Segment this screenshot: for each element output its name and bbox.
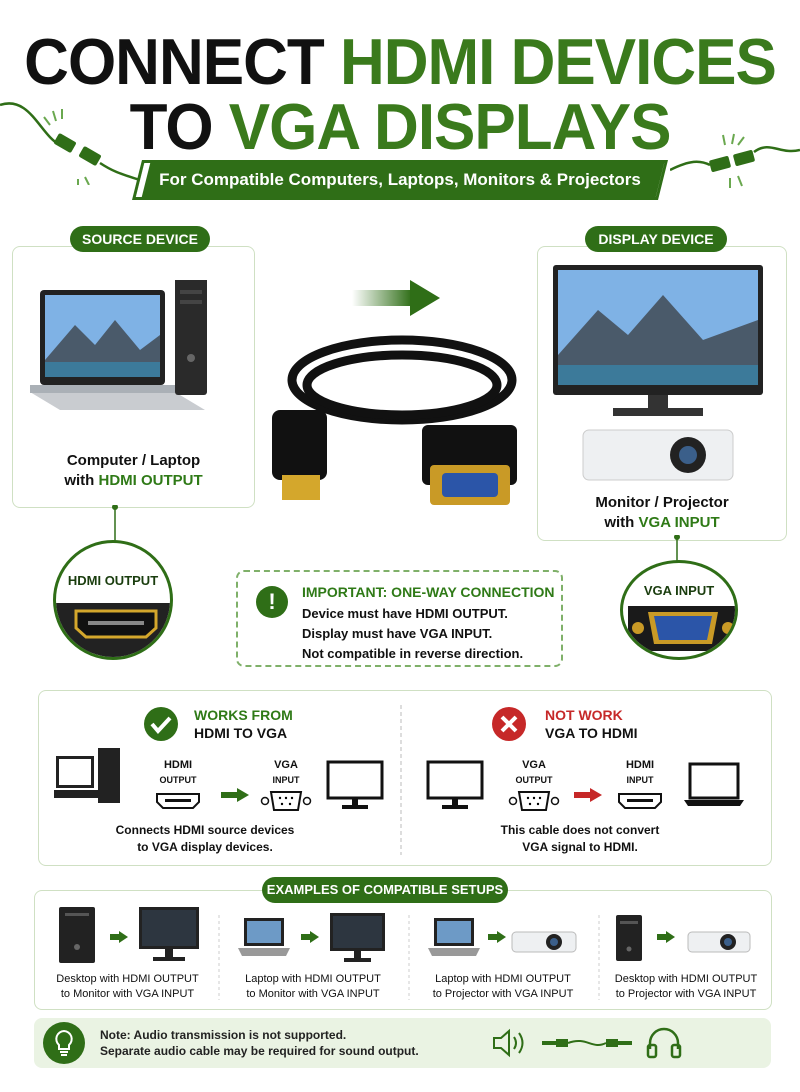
example-1-caption-line2: to Monitor with VGA INPUT (60, 988, 195, 1000)
hdmi-port-icon (618, 793, 662, 809)
arrow-right-icon (301, 931, 319, 943)
examples-tag: EXAMPLES OF COMPATIBLE SETUPS (262, 877, 508, 903)
display-label-line2: with VGA INPUT (537, 514, 787, 531)
important-line-3: Not compatible in reverse direction. (302, 646, 524, 661)
works-heading-1: WORKS FROM (194, 707, 293, 723)
works-caption-1: Connects HDMI source devices (115, 823, 295, 837)
page-title-line-2: TO VGA DISPLAYS (0, 95, 800, 160)
monitor-icon (326, 760, 384, 809)
checkmark-icon (144, 707, 178, 741)
note-line-1: Note: Audio transmission is not supporte… (100, 1028, 347, 1042)
plug-icon (670, 133, 800, 188)
hdmi-port-icon (156, 793, 200, 809)
important-line-2: Display must have VGA INPUT. (302, 626, 493, 641)
divider (400, 705, 402, 855)
lightbulb-icon (43, 1022, 85, 1064)
desktop-icon (616, 915, 642, 961)
page-title-line-1: CONNECT HDMI DEVICES (0, 30, 800, 95)
important-notice: ! IMPORTANT: ONE-WAY CONNECTION Device m… (236, 570, 563, 667)
example-2-caption-line2: to Monitor with VGA INPUT (246, 988, 380, 1000)
plug-icon (0, 102, 140, 185)
monitor-icon (426, 760, 484, 809)
divider (598, 915, 600, 1000)
display-label-green: VGA INPUT (638, 514, 720, 531)
monitor-icon (330, 913, 385, 962)
laptop-icon (238, 918, 290, 956)
hdmi-to-vga-cable-image (272, 335, 517, 505)
hdmi-output-callout-title: HDMI OUTPUT (67, 573, 159, 588)
callout-connector (674, 535, 680, 563)
example-4-caption-line2: to Projector with VGA INPUT (615, 988, 757, 1000)
important-line-1: Device must have HDMI OUTPUT. (302, 606, 508, 621)
hdmi-output-callout: HDMI OUTPUT (53, 540, 173, 660)
source-device-tag: SOURCE DEVICE (70, 226, 210, 252)
audio-note-bar: Note: Audio transmission is not supporte… (34, 1018, 771, 1068)
not-work-heading-1: NOT WORK (545, 707, 623, 723)
divider (218, 915, 220, 1000)
example-3-caption-line2: to Projector with VGA INPUT (432, 988, 574, 1000)
example-3-caption-line1: Laptop with HDMI OUTPUT (435, 973, 571, 985)
note-line-2: Separate audio cable may be required for… (100, 1044, 419, 1058)
arrow-right-icon (657, 931, 675, 943)
not-work-hdmi-sub: INPUT (626, 775, 654, 785)
exclamation-icon: ! (256, 586, 288, 618)
display-device-tag: DISPLAY DEVICE (585, 226, 727, 252)
x-icon (492, 707, 526, 741)
vga-input-callout-title: VGA INPUT (643, 583, 715, 598)
divider (408, 915, 410, 1000)
projector-icon (687, 931, 751, 953)
works-heading-2: HDMI TO VGA (194, 725, 288, 741)
source-label-line1: Computer / Laptop (66, 452, 201, 469)
title-black-part: TO (129, 91, 214, 164)
desktop-laptop-icon (54, 748, 120, 803)
works-hdmi-sub: OUTPUT (159, 775, 197, 785)
source-label-line2: with HDMI OUTPUT (12, 472, 255, 489)
important-heading: IMPORTANT: ONE-WAY CONNECTION (302, 584, 555, 600)
projector-icon (511, 931, 577, 953)
vga-port-icon (628, 606, 735, 651)
monitor-icon (139, 907, 199, 961)
works-caption-2: to VGA display devices. (137, 840, 273, 854)
works-vga-label: VGA (274, 759, 298, 771)
arrow-right-icon (574, 788, 602, 802)
vga-port-icon (260, 791, 312, 811)
display-label-prefix: with (604, 514, 639, 531)
not-work-heading-2: VGA TO HDMI (545, 725, 638, 741)
laptop-icon (428, 918, 480, 956)
headphones-icon (646, 1027, 682, 1059)
source-label-prefix: with (64, 472, 99, 489)
arrow-right-icon (488, 931, 506, 943)
title-black-part: CONNECT (24, 26, 325, 99)
display-label-line1: Monitor / Projector (595, 494, 729, 511)
vga-input-callout: VGA INPUT (620, 560, 738, 660)
not-work-caption-2: VGA signal to HDMI. (522, 840, 638, 854)
example-1-caption-line1: Desktop with HDMI OUTPUT (56, 973, 199, 985)
not-work-vga-sub: OUTPUT (515, 775, 553, 785)
laptop-image (30, 280, 207, 410)
title-green-part: HDMI DEVICES (339, 26, 777, 99)
vga-port-icon (508, 791, 560, 811)
not-work-vga-label: VGA (522, 759, 546, 771)
arrow-right-icon (221, 788, 249, 802)
title-green-part: VGA DISPLAYS (228, 91, 672, 164)
not-work-hdmi-label: HDMI (625, 759, 655, 771)
arrow-right-icon (352, 280, 440, 316)
works-vga-sub: INPUT (272, 775, 300, 785)
audio-cable-icon (542, 1039, 632, 1047)
desktop-icon (59, 907, 95, 963)
monitor-projector-image (553, 265, 763, 481)
hdmi-port-icon (56, 603, 170, 657)
arrow-right-icon (110, 931, 128, 943)
source-label-green: HDMI OUTPUT (98, 472, 203, 489)
example-2-caption-line1: Laptop with HDMI OUTPUT (245, 973, 381, 985)
speaker-icon (493, 1028, 524, 1058)
works-hdmi-label: HDMI (163, 759, 193, 771)
subtitle: For Compatible Computers, Laptops, Monit… (159, 170, 641, 189)
not-work-caption-1: This cable does not convert (500, 823, 660, 837)
callout-connector (112, 505, 118, 543)
laptop-icon (684, 762, 744, 806)
example-4-caption-line1: Desktop with HDMI OUTPUT (614, 973, 758, 985)
